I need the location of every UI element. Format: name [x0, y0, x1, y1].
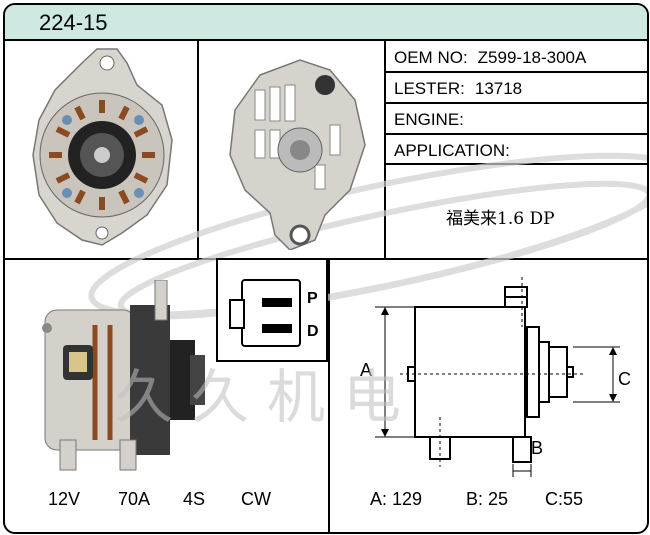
alternator-front-image: [32, 48, 173, 246]
divider: [197, 41, 199, 258]
divider: [328, 258, 330, 532]
product-card: 224-15 OEM NO:Z599-18-300A LESTER:13718 …: [3, 3, 649, 534]
oem-label: OEM NO:: [394, 48, 468, 67]
header-bar: 224-15: [5, 5, 647, 41]
connector-diagram: [216, 258, 328, 362]
dim-label-c: C: [618, 369, 631, 389]
dim-b-value: B: 25: [466, 489, 509, 509]
swoosh-watermark: [88, 152, 647, 320]
dim-label-b: B: [531, 438, 544, 458]
alternator-rear-image: [229, 59, 366, 250]
rotation: CW: [241, 489, 271, 509]
amperage: 70A: [118, 489, 151, 509]
engine-label: ENGINE:: [394, 110, 464, 129]
divider: [384, 41, 386, 258]
lester-row: LESTER: 13718: [394, 79, 522, 99]
voltage: 12V: [48, 489, 81, 509]
dim-label-a: A: [360, 360, 373, 380]
divider: [384, 71, 647, 73]
lester-label: LESTER:: [394, 79, 465, 98]
oem-value: Z599-18-300A: [477, 48, 587, 67]
part-number: 224-15: [39, 10, 108, 35]
connector-pin-p: P: [307, 290, 318, 307]
connector-pin-d: D: [307, 323, 319, 340]
application-label: APPLICATION:: [394, 141, 510, 160]
oem-row: OEM NO: Z599-18-300A: [394, 48, 586, 68]
alternator-side-image: [42, 280, 205, 471]
dim-c-value: C:55: [545, 489, 584, 509]
watermark-text: 久久机电: [115, 363, 420, 431]
dimension-drawing: [375, 277, 620, 477]
divider: [384, 102, 647, 104]
pulley-grooves: 4S: [183, 489, 206, 509]
dim-a-value: A: 129: [370, 489, 423, 509]
application-note: 福美来1.6 DP: [446, 209, 555, 229]
application-row: APPLICATION:: [394, 141, 520, 161]
divider: [384, 133, 647, 135]
engine-row: ENGINE:: [394, 110, 474, 130]
lester-value: 13718: [474, 79, 523, 98]
